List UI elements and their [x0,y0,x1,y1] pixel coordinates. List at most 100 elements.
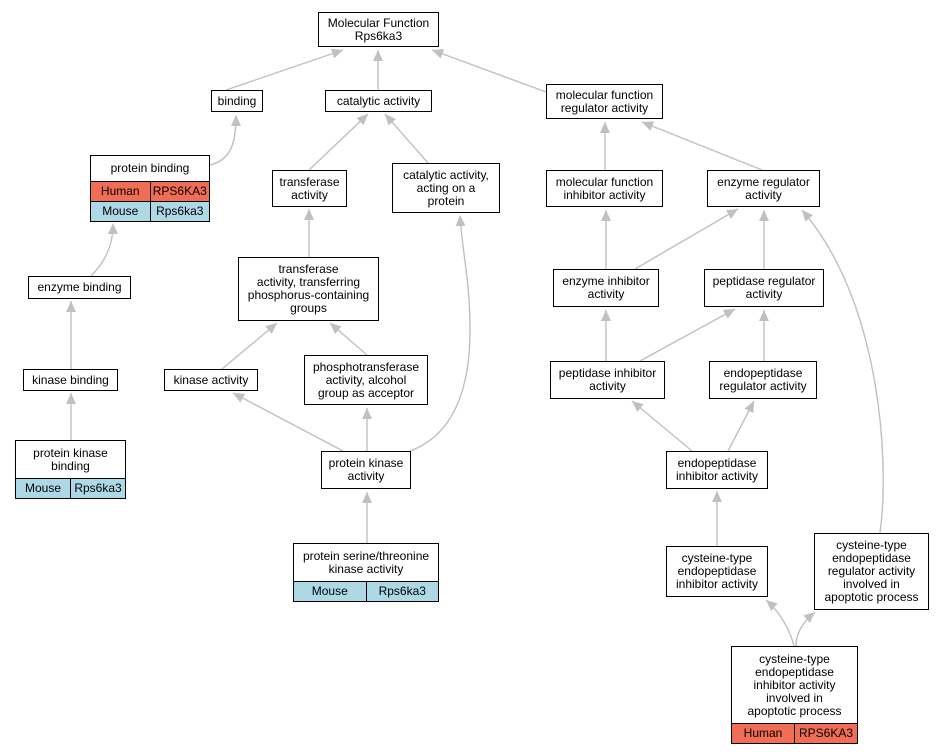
node-enzyme-binding[interactable]: enzyme binding [28,276,131,299]
node-label: molecular function inhibitor activity [555,174,654,202]
annotation-row: Mouse Rps6ka3 [91,201,209,221]
node-protein-kinase-activity[interactable]: protein kinase activity [321,451,411,489]
node-label: Molecular Function Rps6ka3 [327,15,430,43]
arrowhead-icon [362,408,372,419]
arrowhead-icon [744,401,754,414]
arrowhead-icon [766,600,778,611]
node-label: cysteine-type endopeptidase inhibitor ac… [675,551,759,591]
node-cysteine-regulator-apoptotic[interactable]: cysteine-type endopeptidase regulator ac… [814,533,929,610]
node-label: protein binding [110,161,190,175]
node-label: endopeptidase inhibitor activity [675,456,759,483]
node-transferase-phosphorus[interactable]: transferase activity, transferring phosp… [238,257,379,321]
arrowhead-icon [642,121,655,131]
node-cysteine-inhibitor[interactable]: cysteine-type endopeptidase inhibitor ac… [666,546,768,597]
arrowhead-icon [233,393,246,403]
node-label: transferase activity [279,174,340,202]
node-label: kinase activity [173,372,249,387]
node-label: cysteine-type endopeptidase regulator ac… [824,538,919,604]
species-cell-mouse: Mouse [294,582,366,601]
node-cysteine-inhibitor-apoptotic[interactable]: cysteine-type endopeptidase inhibitor ac… [731,646,858,744]
node-label: peptidase inhibitor activity [558,366,657,393]
gene-cell: Rps6ka3 [365,582,438,601]
node-enzyme-regulator[interactable]: enzyme regulator activity [707,170,820,207]
arrowhead-icon [356,114,368,126]
arrowhead-icon [330,48,343,59]
node-kinase-activity[interactable]: kinase activity [164,369,258,391]
node-catalytic-protein[interactable]: catalytic activity, acting on a protein [392,163,500,213]
node-label: catalytic activity [336,93,421,108]
node-label: transferase activity, transferring phosp… [247,262,370,315]
node-mf-inhibitor[interactable]: molecular function inhibitor activity [546,170,663,207]
node-label: catalytic activity, acting on a protein [403,167,489,208]
arrowhead-icon [66,393,76,404]
edge-line [209,115,237,166]
species-cell-mouse: Mouse [16,479,70,498]
node-root[interactable]: Molecular Function Rps6ka3 [318,12,439,47]
species-cell-human: Human [732,724,794,743]
gene-cell: Rps6ka3 [70,479,125,498]
edge-line [639,308,736,362]
edge-line [631,400,693,452]
node-label: enzyme regulator activity [717,174,810,202]
edge-line [221,322,278,370]
edge-line [634,208,739,270]
annotation-row: Human RPS6KA3 [91,181,209,201]
edge-line [431,49,547,93]
node-endopeptidase-regulator[interactable]: endopeptidase regulator activity [709,361,817,399]
node-endopeptidase-inhibitor[interactable]: endopeptidase inhibitor activity [666,451,768,489]
species-cell-human: Human [91,182,150,201]
arrowhead-icon [712,491,722,502]
node-binding[interactable]: binding [211,90,263,112]
edge-line [641,121,763,171]
node-protein-kinase-binding[interactable]: protein kinase binding Mouse Rps6ka3 [15,440,126,499]
node-label: cysteine-type endopeptidase inhibitor ac… [747,651,842,718]
node-protein-binding[interactable]: protein binding Human RPS6KA3 Mouse Rps6… [90,155,210,222]
arrowhead-icon [330,323,342,334]
arrowhead-icon [66,301,76,312]
node-label: enzyme inhibitor activity [562,274,650,301]
arrowhead-icon [304,209,314,220]
node-label: binding [217,93,257,108]
arrowhead-icon [601,310,611,321]
arrowhead-icon [265,323,277,334]
arrowhead-icon [802,210,813,222]
edge-line [232,392,344,452]
node-peptidase-regulator[interactable]: peptidase regulator activity [704,269,824,307]
node-ser-thr-kinase[interactable]: protein serine/threonine kinase activity… [293,543,439,602]
arrowhead-icon [362,492,372,503]
arrowhead-icon [108,223,118,234]
node-label: peptidase regulator activity [712,274,816,301]
node-label: protein serine/threonine kinase activity [302,548,430,576]
node-peptidase-inhibitor[interactable]: peptidase inhibitor activity [550,361,665,399]
node-label: phosphotransferase activity, alcohol gro… [312,359,420,400]
gene-cell: Rps6ka3 [149,202,209,221]
node-label: endopeptidase regulator activity [719,366,807,393]
gene-cell: RPS6KA3 [794,724,857,743]
arrowhead-icon [759,210,769,221]
node-label: enzyme binding [37,280,122,294]
node-label: molecular function regulator activity [555,87,654,115]
arrowhead-icon [455,215,466,227]
node-phosphotransferase[interactable]: phosphotransferase activity, alcohol gro… [304,355,428,405]
node-transferase[interactable]: transferase activity [272,170,347,207]
gene-cell: RPS6KA3 [149,182,209,201]
arrowhead-icon [632,401,644,412]
species-cell-mouse: Mouse [91,202,150,221]
arrowhead-icon [725,209,738,219]
arrowhead-icon [600,122,610,133]
arrowhead-icon [803,612,815,623]
edge-line [801,209,884,534]
annotation-row: Human RPS6KA3 [732,723,857,743]
node-kinase-binding[interactable]: kinase binding [23,369,118,391]
node-mf-regulator[interactable]: molecular function regulator activity [546,84,663,119]
edge-line [409,215,471,452]
arrowhead-icon [601,210,611,221]
arrowhead-icon [231,115,241,126]
node-enzyme-inhibitor[interactable]: enzyme inhibitor activity [553,269,659,307]
edge-line [225,49,344,91]
node-catalytic-activity[interactable]: catalytic activity [325,90,432,112]
arrowhead-icon [722,309,735,319]
arrowhead-icon [432,49,445,59]
